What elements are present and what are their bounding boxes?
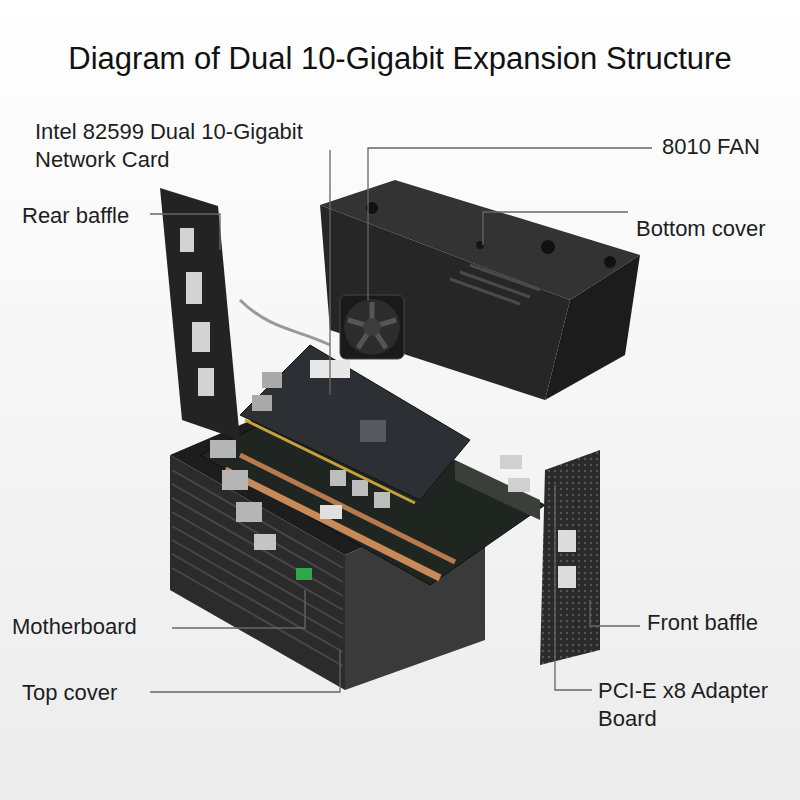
sfp-port [262,372,282,388]
adapter-pcb [455,460,540,520]
part-label: Rear baffle [22,202,162,230]
part-label: Top cover [22,679,152,707]
leader-lines [150,148,652,692]
capacitor [352,480,368,496]
capacitor [330,470,346,486]
bottom-cover-end [545,255,640,400]
motherboard [200,395,545,585]
fan [340,295,404,359]
gold-fingers [245,420,415,503]
port [210,440,236,458]
terminal-block [296,568,312,580]
port-cutout [558,530,576,552]
usb-port [500,455,522,469]
adapter-board [455,455,540,520]
connector [320,505,342,519]
leader-line [590,600,640,626]
front-baffle [540,450,600,665]
front-baffle-plate [540,450,600,665]
leader-line [150,214,220,250]
leader-line [368,148,652,300]
fan-hub [363,318,381,336]
fan-frame [340,295,404,359]
port [222,470,248,490]
port-cutout [558,566,576,588]
usb-port [508,478,530,492]
port-cutout [186,272,202,304]
screw-hole [541,240,555,254]
diagram-title: Diagram of Dual 10-Gigabit Expansion Str… [0,40,800,77]
part-label: Bottom cover [636,215,796,243]
port-cutout [192,322,210,352]
chip [360,420,386,442]
leader-line [329,150,330,395]
part-label: PCI-E x8 Adapter Board [598,677,768,732]
port [236,502,262,522]
motherboard-pcb [200,395,545,585]
sfp-port [252,395,272,411]
fan-opening [344,299,400,355]
capacitor [374,492,390,508]
fan-blades [348,302,396,348]
leader-line [150,650,340,692]
part-label: Motherboard [12,613,177,641]
port [254,534,276,550]
cable [240,300,330,345]
leader-line [172,590,305,628]
rear-baffle [160,188,240,440]
port-cutout [180,228,194,252]
leader-line [483,212,628,245]
bottom-cover-side [320,205,570,400]
network-card-pcb [240,345,470,500]
screw-hole [604,256,616,268]
part-label: 8010 FAN [662,133,792,161]
rear-baffle-plate [160,188,240,440]
part-label: Front baffle [647,609,797,637]
part-label: Intel 82599 Dual 10-Gigabit Network Card [35,118,310,173]
leader-line [555,485,592,690]
port-cutout [198,368,214,396]
vent-slots [450,265,540,304]
